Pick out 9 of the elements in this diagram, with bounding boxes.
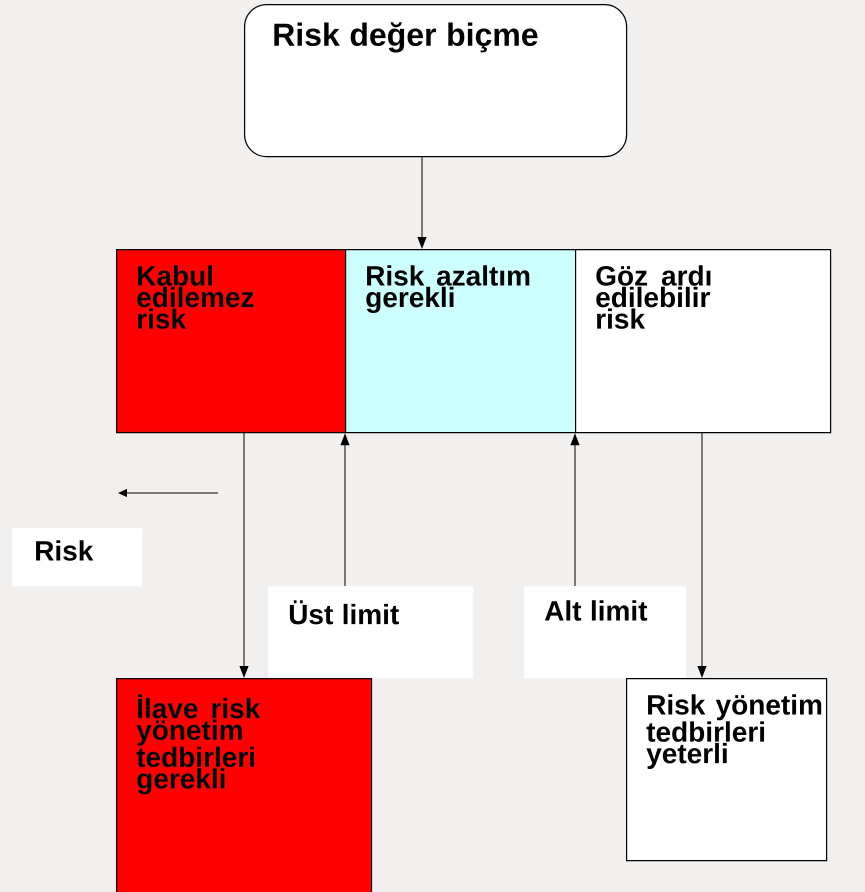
category-box: Kabul edilemez risk [116, 249, 346, 434]
label-box: Üst limit [268, 586, 474, 678]
category-box: İlave risk yönetim tedbirleri gerekli [116, 678, 372, 892]
label-box: Risk [12, 528, 142, 586]
label-box: Alt limit [524, 586, 686, 678]
process-box: Risk değer biçme [244, 4, 628, 158]
category-box: Risk azaltım gerekli [345, 249, 576, 434]
category-box: Göz ardı edilebilir risk [575, 249, 832, 434]
category-box: Risk yönetim tedbirleri yeterli [626, 678, 828, 862]
